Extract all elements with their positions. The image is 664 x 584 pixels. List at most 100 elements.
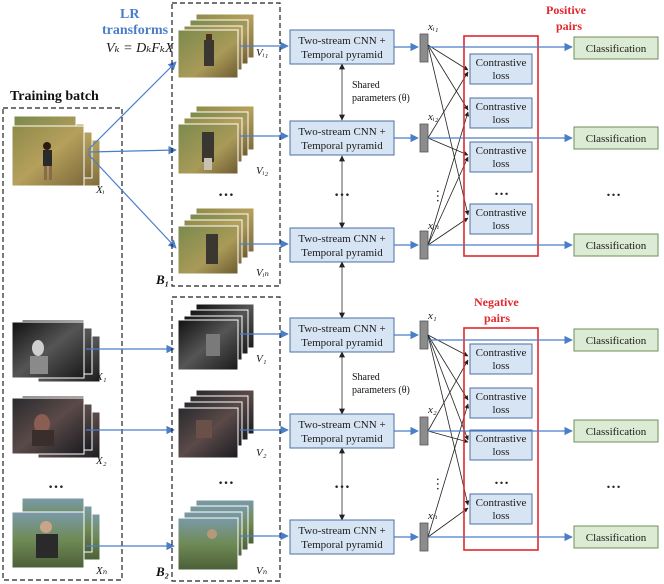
- cnn-box-line2: Temporal pyramid: [301, 247, 383, 259]
- classification-ellipsis-top: …: [606, 184, 621, 200]
- lr-video-v2: [177, 389, 255, 459]
- cnn-box-line2: Temporal pyramid: [301, 140, 383, 152]
- contrastive-line2: loss: [492, 446, 509, 458]
- feature-bar-x1: [419, 320, 429, 350]
- classification-text: Classification: [586, 335, 647, 347]
- classification-arrows: [428, 42, 573, 542]
- cnn-box-positive-1: Two-stream CNN + Temporal pyramid: [289, 29, 395, 65]
- contrastive-loss-positive-2: Contrastive loss: [469, 97, 533, 129]
- lr-set-b1-label: B₁: [155, 272, 169, 287]
- classification-box-2: Classification: [573, 126, 659, 150]
- lr-transforms-title-line2: transforms: [102, 23, 169, 38]
- lr-arrows-negative: [86, 344, 175, 551]
- lr-video-vi2: [177, 105, 255, 175]
- classification-text: Classification: [586, 240, 647, 252]
- contrastive-line1: Contrastive: [476, 57, 527, 69]
- feature-bar-x2: [419, 416, 429, 446]
- lr-label-v1: V₁: [256, 353, 267, 365]
- contrastive-loss-positive-n: Contrastive loss: [469, 203, 533, 235]
- lr-set-b1-frame: [171, 2, 281, 287]
- contrastive-line2: loss: [492, 360, 509, 372]
- lr-set-b2-frame: [171, 296, 281, 582]
- lr-b2-ellipsis: …: [218, 471, 234, 488]
- cnn-box-line2: Temporal pyramid: [301, 337, 383, 349]
- cnn-box-line1: Two-stream CNN +: [298, 525, 385, 537]
- cnn-box-positive-2: Two-stream CNN + Temporal pyramid: [289, 120, 395, 156]
- lr-video-vn: [177, 499, 255, 571]
- input-label-x1: X₁: [95, 371, 107, 383]
- cnn-box-line1: Two-stream CNN +: [298, 126, 385, 138]
- feature-bar-xn: [419, 522, 429, 552]
- input-video-stack-xi: [11, 115, 101, 187]
- lr-video-vi1: [177, 13, 255, 79]
- shared-params-top-line2: parameters (θ): [352, 93, 410, 104]
- feature-label-xi1: xᵢ₁: [427, 21, 439, 33]
- contrastive-line1: Contrastive: [476, 497, 527, 509]
- feature-label-x2: x₂: [427, 404, 437, 416]
- contrastive-loss-positive-3: Contrastive loss: [469, 141, 533, 173]
- lr-video-v1: [177, 303, 255, 371]
- classification-box-3: Classification: [573, 233, 659, 257]
- input-label-xn: Xₙ: [95, 565, 107, 577]
- positive-pairs-title-line1: Positive: [546, 3, 587, 17]
- cnn-box-line1: Two-stream CNN +: [298, 419, 385, 431]
- training-batch-title: Training batch: [10, 89, 99, 104]
- contrastive-line2: loss: [492, 220, 509, 232]
- positive-pairs-frame: [463, 35, 539, 257]
- classification-text: Classification: [586, 426, 647, 438]
- classification-text: Classification: [586, 43, 647, 55]
- contrastive-line1: Contrastive: [476, 347, 527, 359]
- lr-transforms-formula: Vₖ = DₖFₖX: [106, 41, 174, 56]
- contrastive-loss-negative-1: Contrastive loss: [469, 343, 533, 375]
- cnn-ellipsis-bottom: …: [334, 475, 350, 492]
- cnn-ellipsis-top: …: [334, 183, 350, 200]
- lr-transforms-title-line1: LR: [120, 7, 140, 22]
- cnn-box-line2: Temporal pyramid: [301, 433, 383, 445]
- contrastive-line1: Contrastive: [476, 391, 527, 403]
- negative-pairs-title-line1: Negative: [474, 295, 519, 309]
- contrastive-line1: Contrastive: [476, 433, 527, 445]
- feature-bar-xi1: [419, 33, 429, 63]
- positive-pair-links: [427, 44, 470, 246]
- classification-box-1: Classification: [573, 36, 659, 60]
- contrastive-line1: Contrastive: [476, 207, 527, 219]
- lr-set-b2-label: B₂: [155, 564, 169, 579]
- classification-ellipsis-bottom: …: [606, 476, 621, 492]
- feature-label-x1: x₁: [427, 310, 437, 322]
- input-video-stack-xn: [11, 497, 101, 569]
- lr-video-vin: [177, 207, 255, 275]
- contrastive-line2: loss: [492, 158, 509, 170]
- input-video-stack-x2: [11, 395, 101, 459]
- contrastive-loss-positive-1: Contrastive loss: [469, 53, 533, 85]
- lr-label-v2: V₂: [256, 447, 267, 459]
- contrastive-loss-negative-2: Contrastive loss: [469, 387, 533, 419]
- cnn-box-line2: Temporal pyramid: [301, 49, 383, 61]
- positive-pairs-title-line2: pairs: [556, 19, 582, 33]
- shared-params-bottom-line1: Shared: [352, 372, 380, 383]
- cnn-box-line2: Temporal pyramid: [301, 539, 383, 551]
- cnn-box-line1: Two-stream CNN +: [298, 233, 385, 245]
- contrastive-line2: loss: [492, 510, 509, 522]
- cnn-box-negative-1: Two-stream CNN + Temporal pyramid: [289, 317, 395, 353]
- contrastive-line2: loss: [492, 114, 509, 126]
- input-label-xi: Xᵢ: [95, 184, 105, 196]
- lr-label-vin: Vᵢₙ: [256, 267, 269, 279]
- contrastive-loss-negative-3: Contrastive loss: [469, 429, 533, 461]
- input-ellipsis: …: [48, 475, 64, 492]
- feature-label-xin: xᵢₙ: [427, 220, 439, 232]
- feature-bar-xi2: [419, 123, 429, 153]
- classification-box-4: Classification: [573, 328, 659, 352]
- negative-pair-links: [427, 334, 470, 538]
- classification-text: Classification: [586, 532, 647, 544]
- cnn-output-arrows: [394, 42, 419, 542]
- lr-label-vi1: Vᵢ₁: [256, 47, 268, 59]
- feature-vectors: [419, 33, 429, 552]
- negative-pairs-frame: [463, 327, 539, 551]
- contrastive-line1: Contrastive: [476, 145, 527, 157]
- lr-label-vi2: Vᵢ₂: [256, 165, 268, 177]
- feature-bar-xin: [419, 230, 429, 260]
- cnn-box-negative-2: Two-stream CNN + Temporal pyramid: [289, 413, 395, 449]
- cnn-input-arrows: [240, 41, 289, 541]
